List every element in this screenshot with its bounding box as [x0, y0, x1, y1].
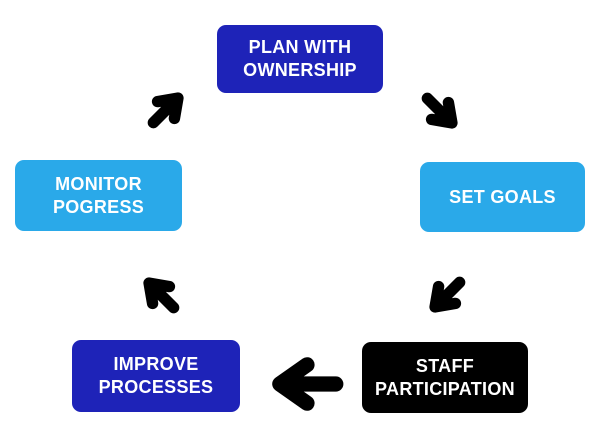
node-label-line: PLAN WITH: [248, 37, 352, 57]
arrow-up-left-icon: [143, 277, 180, 314]
arrow-setgoals-to-staff: [416, 264, 478, 326]
arrow-left-icon: [272, 357, 344, 411]
node-label-line: POGRESS: [52, 196, 145, 217]
arrow-staff-to-improve: [267, 344, 347, 424]
node-label-line: OWNERSHIP: [243, 60, 357, 80]
node-plan-with-ownership: PLAN WITH OWNERSHIP: [217, 25, 383, 93]
node-label-line: PROCESSES: [98, 377, 214, 397]
arrow-plan-to-setgoals: [409, 80, 471, 142]
node-label-line: STAFF: [415, 355, 475, 376]
node-label-line: MONITOR: [55, 173, 142, 194]
node-improve-processes: IMPROVE PROCESSES: [72, 340, 240, 412]
node-label-line: SET GOALS: [449, 186, 556, 207]
node-label-line: PARTICIPATION: [375, 378, 515, 399]
node-monitor-pogress: MONITOR POGRESS: [15, 160, 182, 231]
arrow-up-right-icon: [147, 92, 184, 129]
arrow-improve-to-monitor: [130, 264, 192, 326]
arrow-down-left-icon: [429, 276, 466, 313]
node-label-line: IMPROVE: [113, 354, 199, 374]
arrow-monitor-to-plan: [135, 79, 197, 141]
node-staff-participation: STAFF PARTICIPATION: [362, 342, 528, 413]
arrow-down-right-icon: [421, 92, 458, 129]
node-set-goals: SET GOALS: [420, 162, 585, 232]
